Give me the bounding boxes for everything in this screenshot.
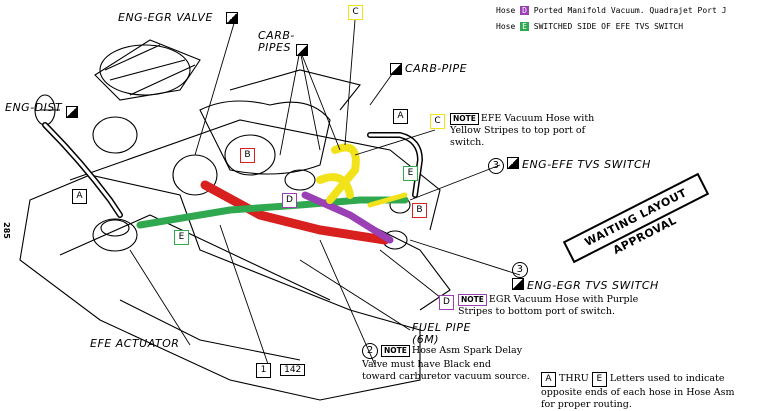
letter-box-b-right: B [412,203,427,218]
flag-icon [390,63,402,75]
hose-c-yellow [316,143,360,204]
letter-box-d-mid: D [282,193,297,208]
letter-box-a-top: A [393,109,408,124]
note-letters-legend: A THRU E Letters used to indicate opposi… [541,372,735,410]
flag-icon [66,106,78,118]
letter-box-c-note: C [430,114,445,129]
flag-icon [296,44,308,56]
letter-box-e-left: E [174,230,189,245]
letter-box-a-left: A [72,189,87,204]
hose-d-purple [301,191,394,244]
label-carb-pipes: CARB- PIPES [258,29,295,54]
letter-box-e-right: E [403,166,418,181]
legend-row-e: Hose E SWITCHED SIDE OF EFE TVS SWITCH [496,22,684,31]
label-efe-actuator: EFE ACTUATOR [90,337,180,350]
flag-icon [507,157,519,169]
flag-icon [512,278,524,290]
hose-e-green [136,196,409,229]
efe-actuator [92,218,138,252]
hose-b-red [200,180,390,245]
label-eng-egr-tvs-switch-num: 3 [512,262,531,278]
ref-callout: 1 142 [256,357,306,378]
carburetor [199,100,331,175]
letter-box-c-top: C [348,5,363,20]
page-number: 285 [1,222,11,239]
hose-a-black-right [367,132,424,198]
legend-e-swatch: E [520,22,529,31]
label-eng-dist: ENG-DIST [5,101,63,114]
label-eng-egr-valve: ENG-EGR VALVE [118,11,213,24]
flag-icon [226,12,238,24]
label-fuel-pipe: FUEL PIPE (6M) [412,321,471,346]
distributor-cap [94,39,201,101]
letter-box-d-note: D [439,295,454,310]
label-carb-pipe: CARB-PIPE [405,62,468,75]
legend-row-d: Hose D Ported Manifold Vacuum. Quadrajet… [496,6,727,15]
intake-manifold [359,219,451,311]
label-eng-egr-tvs-switch: ENG-EGR TVS SWITCH [512,277,659,292]
engine-block [19,174,421,401]
letter-box-b-left: B [240,148,255,163]
legend-d-swatch: D [520,6,529,15]
distributor-body [99,44,191,96]
